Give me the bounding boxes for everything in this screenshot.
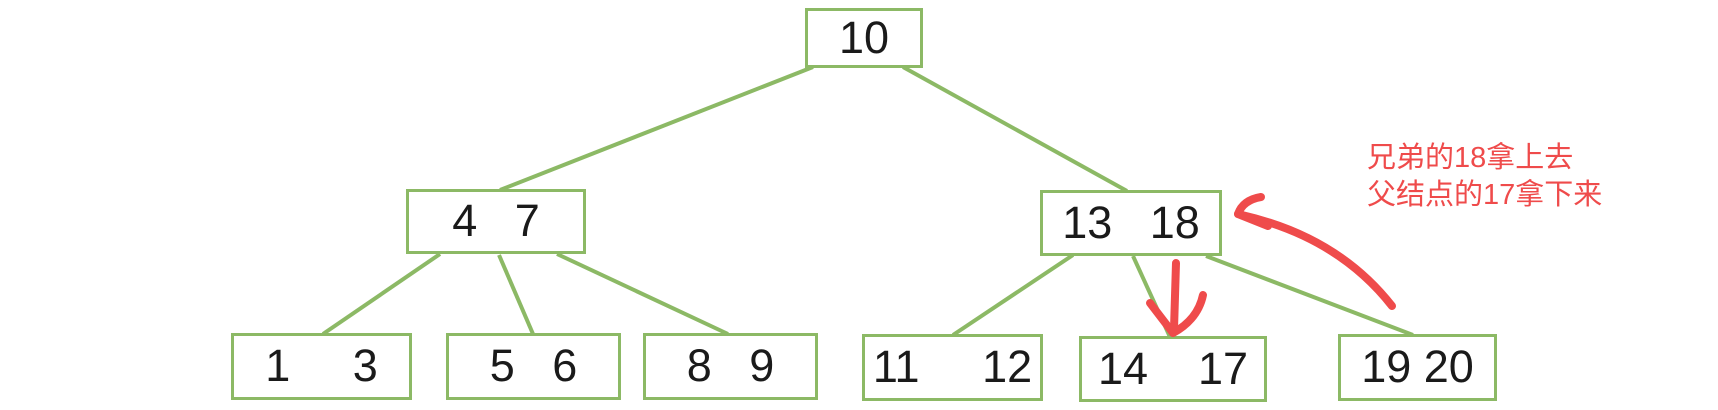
tree-node-leaf-14-17: 14 17 <box>1079 336 1267 402</box>
tree-node-leaf-8-9: 8 9 <box>643 333 818 400</box>
edge-4-7-to-1-3 <box>321 252 442 336</box>
red-curved-arrow-shaft <box>1238 211 1396 310</box>
node-label: 10 <box>838 11 890 63</box>
node-label: 11 12 <box>872 341 1033 392</box>
tree-node-leaf-1-3: 1 3 <box>231 333 412 400</box>
tree-node-leaf-5-6: 5 6 <box>446 333 621 400</box>
node-label: 1 3 <box>265 340 378 391</box>
edge-root-to-4-7 <box>499 65 814 192</box>
node-label: 13 18 <box>1062 196 1200 248</box>
tree-node-leaf-11-12: 11 12 <box>862 334 1043 401</box>
edge-13-18-to-11-12 <box>951 253 1075 337</box>
red-down-arrow <box>1146 259 1207 337</box>
edge-root-to-13-18 <box>902 65 1128 193</box>
node-label: 19 20 <box>1361 341 1474 392</box>
tree-node-root: 10 <box>805 8 923 68</box>
tree-node-internal-left: 4 7 <box>406 189 586 254</box>
annotation-line-1: 兄弟的18拿上去 <box>1367 142 1574 174</box>
red-curved-arrow-lower-barb <box>1234 210 1272 230</box>
tree-node-leaf-19-20: 19 20 <box>1338 334 1497 401</box>
edge-13-18-to-14-17 <box>1131 255 1172 338</box>
node-label: 14 17 <box>1097 342 1249 394</box>
annotation-line-2: 父结点的17拿下来 <box>1367 179 1603 211</box>
tree-node-internal-right: 13 18 <box>1040 190 1222 256</box>
edge-4-7-to-8-9 <box>556 252 729 336</box>
annotation-note: 兄弟的18拿上去 父结点的17拿下来 <box>1367 140 1602 214</box>
node-label: 8 9 <box>686 340 775 391</box>
red-curved-arrow-upper-barb <box>1234 193 1265 218</box>
node-label: 4 7 <box>452 195 540 246</box>
red-down-arrow-shaft <box>1170 259 1180 333</box>
edge-4-7-to-5-6 <box>497 254 535 335</box>
red-down-arrow-left-barb <box>1146 299 1177 337</box>
edge-13-18-to-19-20 <box>1205 254 1414 337</box>
node-label: 5 6 <box>489 340 578 391</box>
red-down-arrow-right-barb <box>1169 291 1207 337</box>
